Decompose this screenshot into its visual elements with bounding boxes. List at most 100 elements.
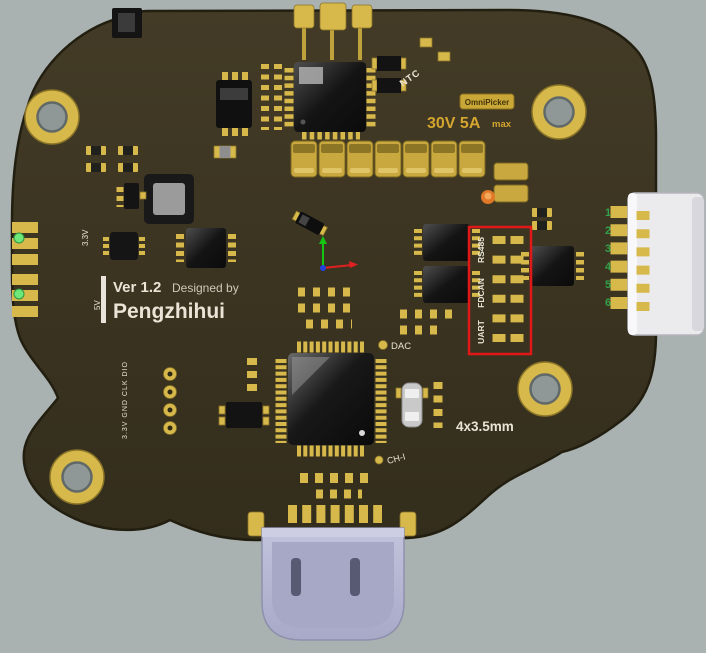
small-pad [419, 37, 433, 48]
smd-component [377, 78, 401, 93]
green-led [13, 232, 25, 244]
capacitor [290, 140, 318, 178]
top-edge-pad [293, 4, 315, 29]
resistor [532, 221, 552, 230]
capacitor-bank [290, 140, 486, 178]
usb-shell-inner [272, 542, 394, 628]
small-pad [422, 387, 429, 399]
usb-shell-lip [262, 528, 404, 537]
pin-number-6: 6 [605, 297, 611, 309]
y-axis-arrow [319, 236, 327, 244]
usb-mount-pad [247, 511, 265, 537]
small-pad [139, 191, 147, 200]
mounting-hole-bottom-right [516, 360, 574, 418]
small-pad [218, 405, 226, 415]
driver-ic [186, 228, 226, 268]
mounting-hole-top-right [530, 83, 588, 141]
small-pad [262, 405, 270, 415]
top-traces [302, 26, 362, 60]
z-axis-dot [320, 265, 326, 271]
pin1-marker [300, 119, 306, 125]
debug-pad-labels: 3.3V GND CLK DIO [122, 361, 129, 439]
connector-pin-numbers: 1 2 3 4 5 6 [605, 207, 612, 309]
rating-label: 30V 5A [427, 115, 481, 132]
edge-component-face [118, 13, 135, 32]
transceiver-ic [423, 224, 470, 261]
interface-label-uart: UART [476, 319, 486, 343]
resistor [86, 146, 106, 155]
small-pad [371, 79, 378, 92]
connector-ic [531, 246, 574, 286]
usb-c-connector [261, 527, 405, 641]
v5-label: 5V [93, 300, 102, 310]
pin1-marker [359, 430, 365, 436]
resistor [213, 145, 237, 159]
interface-label-fdcan: FDCAN [476, 278, 486, 308]
version-label: Ver 1.2 [113, 279, 161, 296]
small-pad [400, 57, 407, 70]
chip-sheen [220, 88, 248, 100]
crystal-band [405, 412, 419, 421]
capacitor [458, 140, 486, 178]
resistor [118, 163, 138, 172]
v33-label: 3.3V [81, 229, 90, 246]
small-ic [110, 232, 138, 260]
orange-led-core [484, 192, 492, 200]
ch1-test-pad [374, 455, 384, 465]
small-pad [437, 51, 451, 62]
smd-component [226, 402, 262, 428]
transceiver-ic [423, 266, 470, 303]
inductor-core [153, 183, 185, 215]
pin-number-4: 4 [605, 261, 612, 273]
capacitor [402, 140, 430, 178]
interface-label-rs485: RS485 [476, 237, 486, 263]
interface-annotation-box [467, 225, 533, 356]
resistor [532, 208, 552, 217]
resistor [86, 163, 106, 172]
pin-number-2: 2 [605, 225, 611, 237]
capacitor [430, 140, 458, 178]
usb-slot [350, 558, 360, 596]
ch1-label: CH-I [386, 451, 406, 465]
green-led [13, 288, 25, 300]
capacitor [493, 162, 529, 181]
transistor [124, 183, 139, 209]
mounting-hole-bottom-left [48, 448, 106, 506]
jst-connector [627, 192, 705, 336]
capacitor [346, 140, 374, 178]
small-pad [262, 416, 270, 426]
connector-wall [628, 193, 637, 335]
capacitor [374, 140, 402, 178]
small-pad [371, 57, 378, 70]
origin-axis-gizmo [319, 236, 358, 271]
pin-number-1: 1 [605, 207, 611, 219]
regulator-component [216, 80, 252, 128]
top-edge-pad [319, 2, 347, 31]
chip-sheen [299, 67, 323, 84]
divider-bar [101, 276, 106, 323]
pin-number-5: 5 [605, 279, 611, 291]
rating-unit-label: max [492, 119, 512, 130]
brand-plate [459, 93, 515, 110]
designed-by-label: Designed by [172, 281, 239, 295]
top-edge-pad [351, 4, 373, 29]
author-label: Pengzhihui [113, 300, 225, 323]
capacitor [493, 184, 529, 203]
x-axis-arrow [349, 261, 358, 268]
small-pad [395, 387, 402, 399]
dac-test-pad [378, 340, 388, 350]
usb-slot [291, 558, 301, 596]
debug-pad-column [163, 367, 177, 435]
mount-spec-label: 4x3.5mm [456, 419, 514, 434]
crystal-band [405, 389, 419, 398]
capacitor [318, 140, 346, 178]
diode [291, 210, 328, 237]
chip-sheen [292, 357, 330, 395]
smd-component [377, 56, 401, 71]
resistor [118, 146, 138, 155]
brand-plate-label: OmniPicker [465, 98, 509, 107]
mounting-hole-top-left [23, 88, 81, 146]
pin-number-3: 3 [605, 243, 611, 255]
